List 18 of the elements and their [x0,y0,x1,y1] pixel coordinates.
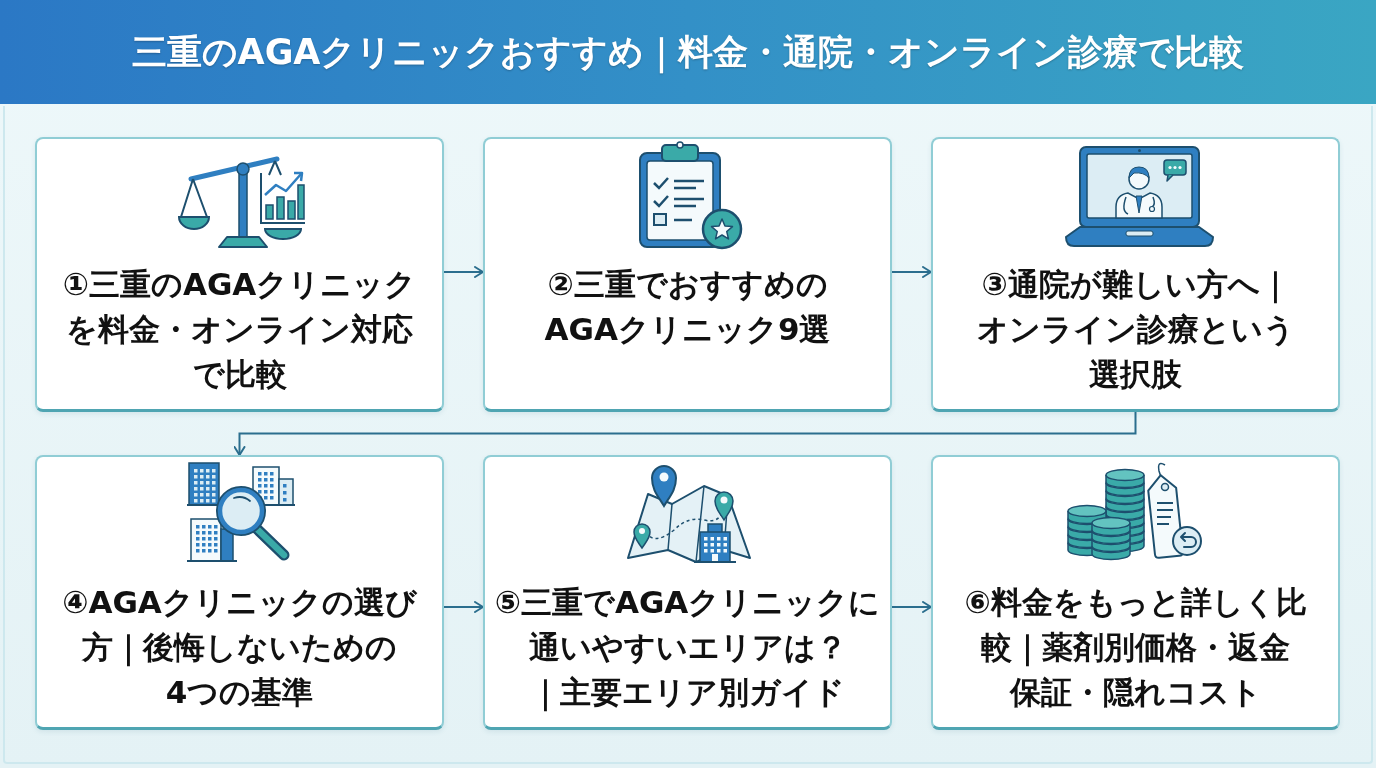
step-title: ⑥料金をもっと詳しく比較｜薬剤別価格・返金保証・隠れコスト [964,583,1307,712]
step-card [35,455,444,730]
arrow [891,266,932,278]
step-card [483,137,892,412]
step-title: ③通院が難しい方へ｜オンライン診療という選択肢 [976,265,1295,394]
step-title: ⑤三重でAGAクリニックに通いやすいエリアは？｜主要エリア別ガイド [494,583,881,714]
step-title: ②三重でおすすめのAGAクリニック9選 [544,265,831,349]
step-card [483,455,892,730]
step-card [931,137,1340,412]
step-card [35,137,444,412]
arrow [891,601,932,613]
step-title: ④AGAクリニックの選び方｜後悔しないための4つの基準 [62,583,417,712]
step-title: ①三重のAGAクリニックを料金・オンライン対応で比較 [62,265,417,394]
step-card [931,455,1340,730]
title: 三重のAGAクリニックおすすめ｜料金・通院・オンライン診療で比較 [131,31,1245,74]
arrow [233,411,1137,456]
arrow [443,266,484,278]
arrow [443,601,484,613]
